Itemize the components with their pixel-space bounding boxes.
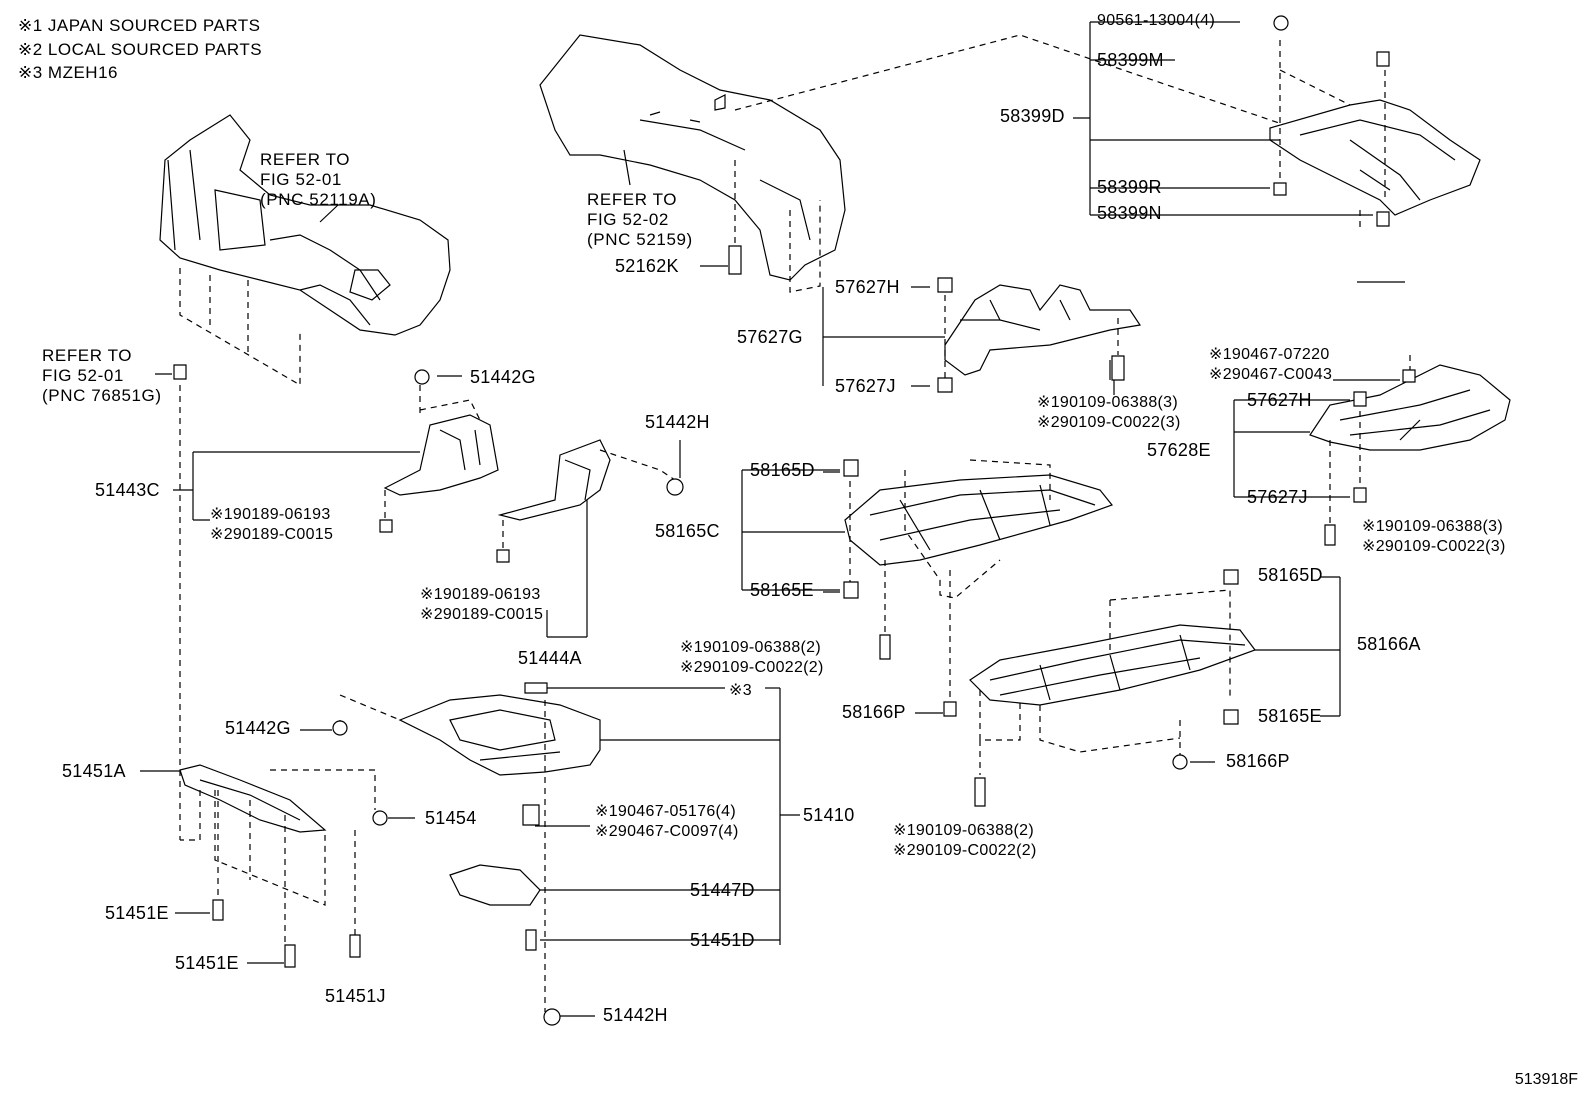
cover-51444A [500,440,610,520]
note-290109-C0022: ※290109-C0022(3) [1037,414,1181,431]
clip-icon [174,365,186,379]
part-51442G-b: 51442G [225,718,291,738]
part-58166P: 58166P [842,702,906,722]
part-52162K: 52162K [615,256,679,276]
clip-icon [1325,370,1415,545]
cover-51443C [385,415,498,495]
part-58165E: 58165E [750,580,814,600]
note-190189-06193-b: ※190189-06193 [420,586,541,603]
note-290109-C0022-b: ※290109-C0022(3) [1362,538,1506,555]
undercover-58166A [970,625,1255,705]
note-290109-C0022-2b: ※290109-C0022(2) [893,842,1037,859]
part-51442H-b: 51442H [603,1005,668,1025]
figure-id: 513918F [1514,1071,1578,1088]
engine-undercover-58399D [1270,100,1480,215]
part-57628E: 57628E [1147,440,1211,460]
part-51444A: 51444A [518,648,582,668]
clip-icon [1274,16,1389,226]
part-90561-13004: 90561-13004(4) [1097,12,1216,29]
part-51454: 51454 [425,808,477,828]
cover-51451A [180,765,325,832]
part-58165E-b: 58165E [1258,706,1322,726]
note-290467-C0043: ※290467-C0043 [1209,366,1333,383]
part-51410: 51410 [803,805,855,825]
part-57627J: 57627J [835,376,896,396]
part-57627J-b: 57627J [1247,487,1308,507]
note-190109-06388: ※190109-06388(3) [1037,394,1178,411]
part-51451D: 51451D [690,930,755,950]
bracket-57627G [945,285,1140,375]
part-57627G: 57627G [737,327,803,347]
part-51451E-b: 51451E [175,953,239,973]
undercover-58165C [845,475,1112,565]
part-58399M: 58399M [1097,50,1164,70]
part-51442H: 51442H [645,412,710,432]
refer-front-bumper: REFER TO FIG 52-01 (PNC 52119A) [260,150,377,209]
clip-icon [523,805,560,1025]
part-58165C: 58165C [655,521,720,541]
clip-icon [213,721,387,967]
part-58399N: 58399N [1097,203,1162,223]
note-190467-07220: ※190467-07220 [1209,346,1330,363]
part-51451E: 51451E [105,903,169,923]
cover-51447D [450,865,540,905]
part-58165D-b: 58165D [1258,565,1323,585]
note-190189-06193: ※190189-06193 [210,506,331,523]
note-mzeh16-ref: ※3 [729,682,752,699]
note-190467-05176: ※190467-05176(4) [595,803,736,820]
part-51442G: 51442G [470,367,536,387]
clip-icon [497,479,683,562]
note-290109-C0022-2a: ※290109-C0022(2) [680,659,824,676]
part-57627H-b: 57627H [1247,390,1312,410]
clip-icon [380,370,429,532]
note-mzeh16: ※3 MZEH16 [18,63,118,82]
clip-icon [975,570,1238,806]
rear-bumper-cover [540,35,845,280]
front-bumper-cover [160,115,450,335]
engine-undercover-51410 [400,695,600,775]
part-58166A: 58166A [1357,634,1421,654]
note-190109-06388-b: ※190109-06388(3) [1362,518,1503,535]
note-190109-06388-2a: ※190109-06388(2) [680,639,821,656]
note-local-sourced: ※2 LOCAL SOURCED PARTS [18,40,263,59]
refer-rear-bumper: REFER TO FIG 52-02 (PNC 52159) [587,190,693,249]
part-58166P-b: 58166P [1226,751,1290,771]
part-51451J: 51451J [325,986,386,1006]
part-58399R: 58399R [1097,177,1162,197]
part-58399D: 58399D [1000,106,1065,126]
part-57627H: 57627H [835,277,900,297]
part-51443C: 51443C [95,480,160,500]
front-bumper-dash [180,268,300,385]
note-290189-C0015-b: ※290189-C0015 [420,606,544,623]
note-290189-C0015: ※290189-C0015 [210,526,334,543]
part-51447D: 51447D [690,880,755,900]
clip-icon [938,278,1124,392]
clip-icon [729,246,741,274]
clip-icon [844,460,956,716]
refer-clip: REFER TO FIG 52-01 (PNC 76851G) [42,346,162,405]
undercover-57628E [1310,365,1510,450]
part-58165D: 58165D [750,460,815,480]
part-51451A: 51451A [62,761,126,781]
note-290467-C0097: ※290467-C0097(4) [595,823,739,840]
note-190109-06388-2b: ※190109-06388(2) [893,822,1034,839]
note-japan-sourced: ※1 JAPAN SOURCED PARTS [18,16,261,35]
